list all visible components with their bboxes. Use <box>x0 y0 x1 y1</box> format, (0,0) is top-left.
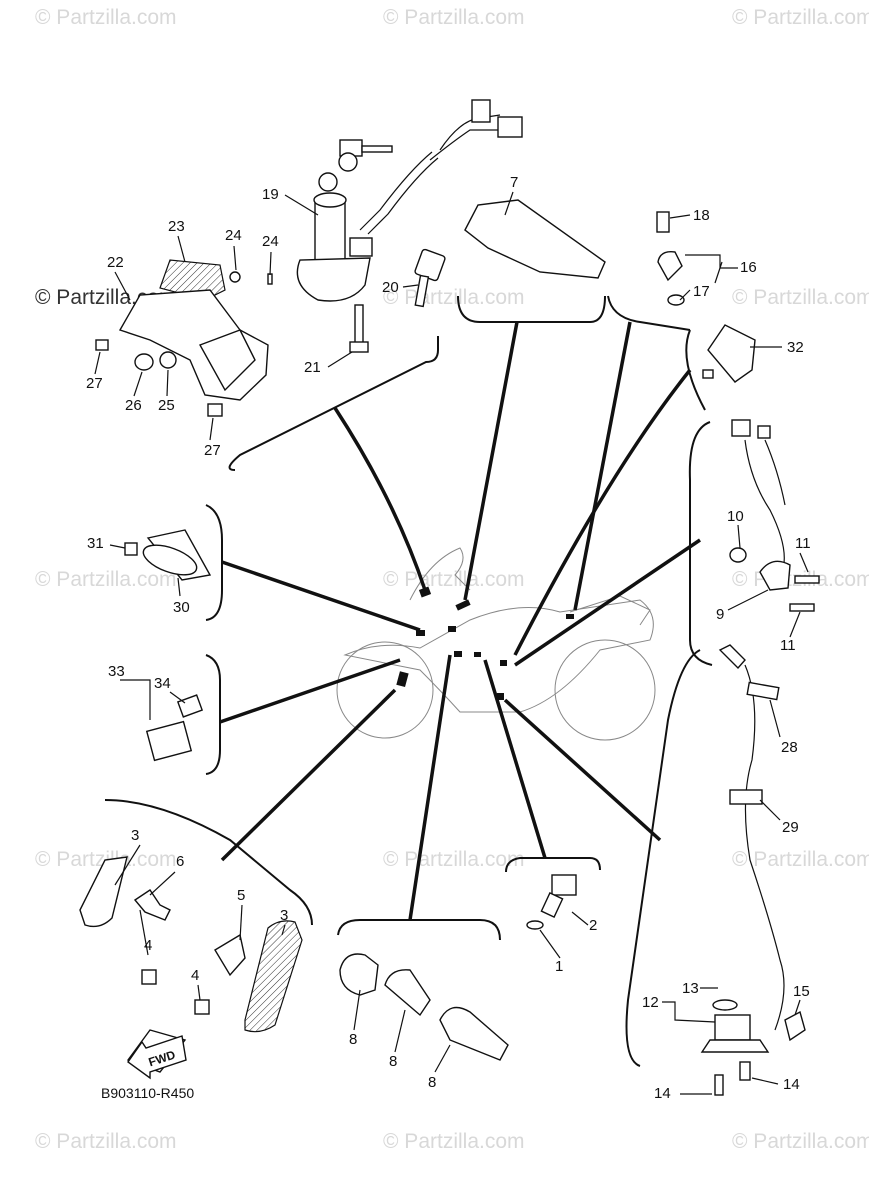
sensor-assembly <box>656 211 685 306</box>
callout-10: 10 <box>727 508 744 525</box>
callout-4: 4 <box>191 967 199 984</box>
callout-23: 23 <box>168 218 185 235</box>
callout-11: 11 <box>780 637 796 654</box>
callout-21: 21 <box>304 359 321 376</box>
callout-3: 3 <box>280 907 288 924</box>
temp-sensor <box>526 874 577 930</box>
callout-26: 26 <box>125 397 142 414</box>
callout-32: 32 <box>787 339 804 356</box>
watermark: © Partzilla.com <box>732 1130 869 1153</box>
callout-24: 24 <box>262 233 279 250</box>
callout-14: 14 <box>654 1085 671 1102</box>
watermark: © Partzilla.com <box>35 1130 177 1153</box>
reflectors <box>79 856 303 1073</box>
callout-30: 30 <box>173 599 190 616</box>
callout-33: 33 <box>108 663 125 680</box>
callout-labels: 1 2 3 3 4 4 5 6 7 8 8 8 9 10 11 11 12 13… <box>86 174 811 1102</box>
callout-22: 22 <box>107 254 124 271</box>
watermark: © Partzilla.com <box>732 848 869 871</box>
ecu-unit <box>464 199 606 279</box>
callout-27: 27 <box>86 375 103 392</box>
speed-sensor-harness <box>729 419 820 612</box>
gear-position-switch <box>700 644 806 1096</box>
callout-11: 11 <box>795 535 811 552</box>
horn <box>124 529 212 581</box>
callout-17: 17 <box>693 283 710 300</box>
callout-13: 13 <box>682 980 699 997</box>
callout-15: 15 <box>793 983 810 1000</box>
callout-9: 9 <box>716 606 724 623</box>
callout-25: 25 <box>158 397 175 414</box>
watermark: © Partzilla.com <box>732 286 869 309</box>
leader-lines <box>219 321 701 921</box>
watermark: © Partzilla.com <box>35 6 177 29</box>
watermark: © Partzilla.com <box>383 1130 525 1153</box>
watermark: © Partzilla.com <box>35 568 177 591</box>
callout-8: 8 <box>349 1031 357 1048</box>
callout-leaders <box>94 191 809 1095</box>
forward-arrow: FWD <box>127 1035 187 1080</box>
motorcycle-outline <box>336 547 656 741</box>
callout-27: 27 <box>204 442 221 459</box>
callout-3: 3 <box>131 827 139 844</box>
watermark: © Partzilla.com <box>383 6 525 29</box>
bulb-sockets <box>339 953 509 1061</box>
watermark: © Partzilla.com <box>383 286 525 309</box>
bracket-assembly <box>95 259 273 417</box>
callout-34: 34 <box>154 675 171 692</box>
group-frames <box>104 295 713 1067</box>
callout-31: 31 <box>87 535 104 552</box>
watermark: © Partzilla.com <box>732 6 869 29</box>
main-switch-assembly <box>296 99 523 353</box>
watermarks: © Partzilla.com © Partzilla.com © Partzi… <box>35 6 869 1153</box>
callout-7: 7 <box>510 174 518 191</box>
callout-29: 29 <box>782 819 799 836</box>
callout-12: 12 <box>642 994 659 1011</box>
callout-5: 5 <box>237 887 245 904</box>
callout-24: 24 <box>225 227 242 244</box>
callout-19: 19 <box>262 186 279 203</box>
relay <box>702 324 756 383</box>
watermark: © Partzilla.com <box>383 568 525 591</box>
callout-18: 18 <box>693 207 710 224</box>
callout-14: 14 <box>783 1076 800 1093</box>
key <box>414 248 446 308</box>
watermark: © Partzilla.com <box>383 848 525 871</box>
callout-28: 28 <box>781 739 798 756</box>
callout-8: 8 <box>389 1053 397 1070</box>
callout-4: 4 <box>144 937 152 954</box>
callout-20: 20 <box>382 279 399 296</box>
callout-8: 8 <box>428 1074 436 1091</box>
callout-16: 16 <box>740 259 757 276</box>
callout-6: 6 <box>176 853 184 870</box>
connector-set <box>145 694 204 762</box>
callout-2: 2 <box>589 917 597 934</box>
callout-1: 1 <box>555 958 563 975</box>
diagram-code: B903110-R450 <box>101 1085 194 1101</box>
